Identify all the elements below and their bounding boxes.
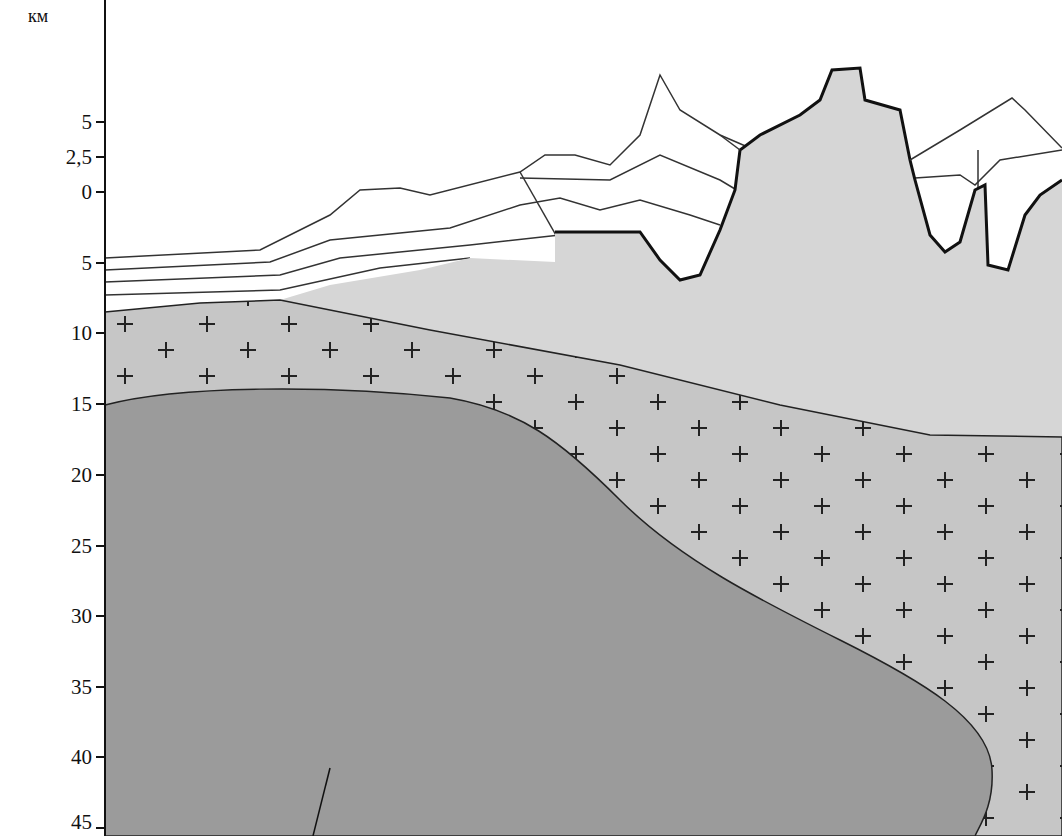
depth-tick-label: 0 (82, 182, 93, 203)
depth-tick-label: 45 (71, 812, 92, 833)
depth-tick-label: 40 (71, 747, 92, 768)
depth-tick-label: 25 (71, 536, 92, 557)
depth-tick-label: 5 (82, 253, 93, 274)
depth-tick-label: 30 (71, 606, 92, 627)
depth-tick-label: 20 (71, 465, 92, 486)
depth-tick-label: 5 (82, 112, 93, 133)
depth-tick-label: 10 (71, 323, 92, 344)
depth-tick-label: 35 (71, 677, 92, 698)
depth-tick-label: 15 (71, 394, 92, 415)
axis-unit: км (28, 7, 48, 25)
depth-tick-label: 2,5 (66, 147, 92, 168)
